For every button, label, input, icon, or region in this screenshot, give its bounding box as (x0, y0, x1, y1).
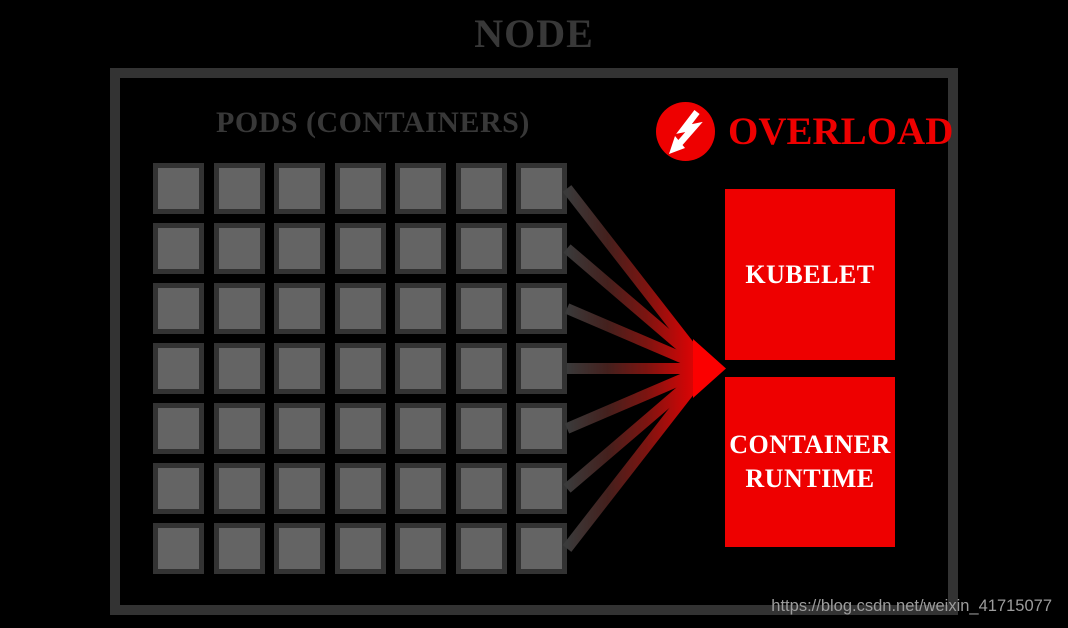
pod-square (516, 163, 567, 214)
pod-square (455, 463, 507, 514)
pod-square (153, 223, 204, 274)
pods-label: PODS (CONTAINERS) (216, 106, 530, 139)
pod-square (516, 343, 567, 394)
pod-square (516, 523, 567, 574)
pod-square (455, 343, 507, 394)
pod-square (274, 163, 325, 214)
container-runtime-box: CONTAINER RUNTIME (725, 377, 895, 547)
container-runtime-label: CONTAINER RUNTIME (729, 430, 891, 493)
pod-square (153, 403, 204, 454)
pod-square (516, 403, 567, 454)
pod-square (213, 343, 265, 394)
pod-square (153, 283, 204, 334)
pod-square (274, 283, 325, 334)
pod-square (334, 163, 386, 214)
kubelet-label: KUBELET (745, 259, 875, 289)
pod-square (395, 163, 446, 214)
pod-square (274, 463, 325, 514)
pod-square (153, 343, 204, 394)
pod-square (274, 223, 325, 274)
kubelet-box: KUBELET (725, 189, 895, 360)
pod-square (516, 283, 567, 334)
pod-square (274, 343, 325, 394)
pod-square (153, 463, 204, 514)
pod-square (334, 463, 386, 514)
overload-indicator: OVERLOAD (656, 102, 953, 161)
pod-square (334, 523, 386, 574)
pod-square (516, 223, 567, 274)
pod-square (334, 403, 386, 454)
pod-square (395, 223, 446, 274)
pod-square (395, 463, 446, 514)
pod-square (395, 523, 446, 574)
pod-square (334, 343, 386, 394)
overload-label: OVERLOAD (728, 110, 954, 153)
pod-square (213, 163, 265, 214)
node-frame (110, 68, 958, 615)
pod-square (455, 523, 507, 574)
pod-square (455, 403, 507, 454)
pod-square (213, 403, 265, 454)
pod-square (153, 523, 204, 574)
pod-square (213, 223, 265, 274)
pod-square (395, 403, 446, 454)
pods-grid (153, 163, 567, 574)
pod-square (516, 463, 567, 514)
pod-square (455, 223, 507, 274)
pod-square (274, 523, 325, 574)
diagram-title: NODE (474, 11, 594, 56)
pod-square (213, 463, 265, 514)
pod-square (274, 403, 325, 454)
pod-square (334, 223, 386, 274)
pod-square (334, 283, 386, 334)
pod-square (395, 283, 446, 334)
pod-square (213, 283, 265, 334)
watermark-url: https://blog.csdn.net/weixin_41715077 (771, 597, 1052, 615)
pod-square (455, 163, 507, 214)
pod-square (395, 343, 446, 394)
lightning-icon (656, 102, 715, 161)
pod-square (455, 283, 507, 334)
pod-square (153, 163, 204, 214)
pod-square (213, 523, 265, 574)
